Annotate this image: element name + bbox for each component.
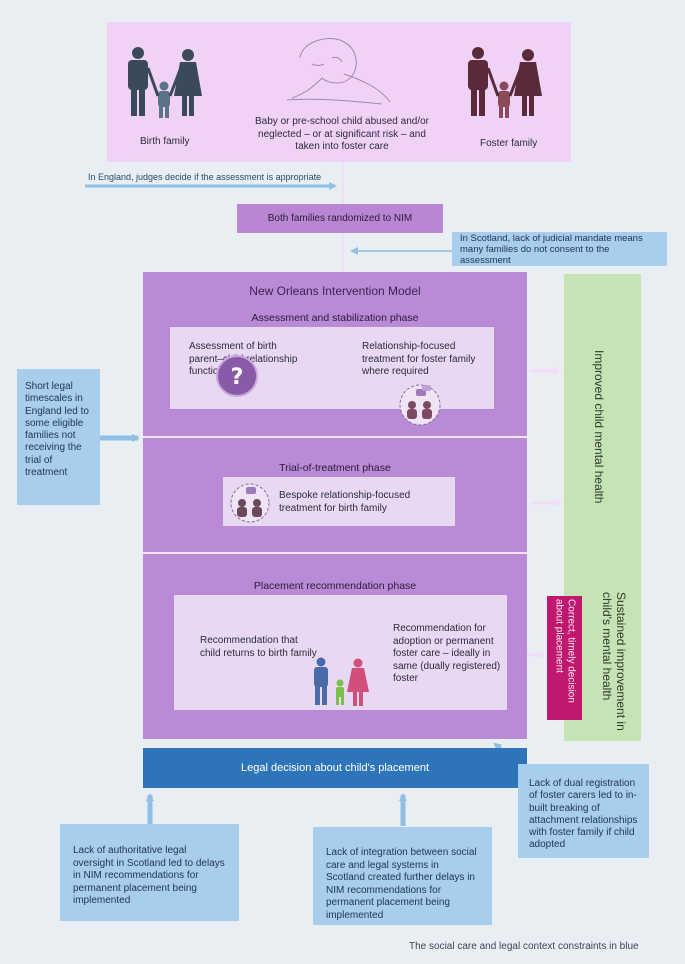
child-description: Baby or pre-school child abused and/or n…: [255, 116, 429, 152]
legal-oversight-text: Lack of authoritative legal oversight in…: [73, 845, 225, 906]
integration-box: Lack of integration between social care …: [313, 827, 492, 925]
svg-text:?: ?: [231, 365, 244, 390]
reunified-family-icon: [314, 657, 369, 706]
phase2-title: Trial-of-treatment phase: [279, 462, 391, 474]
dual-registration-text: Lack of dual registration of foster care…: [529, 778, 638, 851]
birth-treatment-icon: [230, 483, 270, 523]
birth-family-icon: [128, 47, 202, 118]
improved-outcome: Improved child mental health: [592, 350, 606, 504]
figure-caption: The social care and legal context constr…: [409, 941, 639, 952]
sustained-outcome: Sustained improvement in child's mental …: [600, 592, 628, 731]
phase-divider-1: [143, 436, 527, 438]
legal-oversight-box: Lack of authoritative legal oversight in…: [60, 824, 239, 921]
foster-family-label: Foster family: [480, 138, 538, 149]
randomized-label: Both families randomized to NIM: [267, 213, 413, 224]
legal-decision-bar: Legal decision about child's placement: [143, 748, 527, 788]
phase3-title: Placement recommendation phase: [253, 580, 417, 592]
integration-text: Lack of integration between social care …: [326, 847, 477, 921]
phase3-left-text: Recommendation that child returns to bir…: [200, 635, 317, 659]
baby-sketch-icon: [286, 38, 391, 105]
legal-decision-label: Legal decision about child's placement: [241, 762, 429, 774]
foster-treatment-icon: [399, 384, 441, 426]
scotland-mandate-box: In Scotland, lack of judicial mandate me…: [452, 232, 667, 266]
question-mark-icon: ?: [216, 355, 258, 397]
birth-family-label: Birth family: [140, 136, 190, 147]
short-timescales-text: Short legal timescales in England led to…: [25, 381, 89, 479]
dual-registration-box: Lack of dual registration of foster care…: [518, 764, 649, 858]
phase2-text: Bespoke relationship-focused treatment f…: [279, 490, 411, 514]
nim-title: New Orleans Intervention Model: [249, 284, 421, 298]
phase-divider-2: [143, 552, 527, 554]
scotland-mandate-text: In Scotland, lack of judicial mandate me…: [460, 233, 643, 266]
phase1-right-text: Relationship-focused treatment for foste…: [362, 341, 476, 377]
decision-outcome-text: Correct, timely decision about placement: [553, 599, 577, 703]
randomized-box: Both families randomized to NIM: [237, 204, 443, 233]
phase3-right-text: Recommendation for adoption or permanent…: [393, 623, 501, 684]
short-timescales-box: Short legal timescales in England led to…: [17, 369, 100, 505]
england-judges-note: In England, judges decide if the assessm…: [88, 172, 322, 182]
phase1-title: Assessment and stabilization phase: [251, 312, 419, 324]
decision-outcome-box: Correct, timely decision about placement: [547, 596, 582, 720]
foster-family-icon: [468, 47, 542, 118]
